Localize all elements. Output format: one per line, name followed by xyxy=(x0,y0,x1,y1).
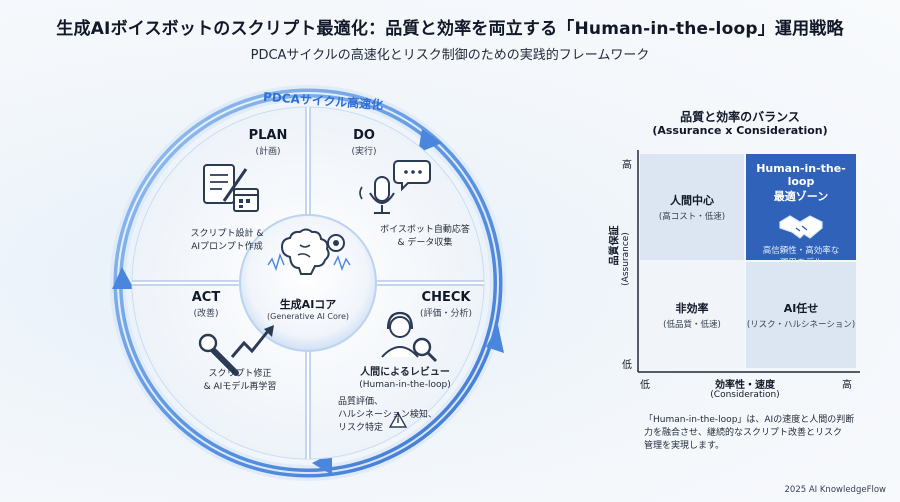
trend-arrow-icon xyxy=(230,325,274,358)
magnifier-icon xyxy=(412,337,438,363)
y-axis-high: 高 xyxy=(622,160,632,171)
do-sub: (実行) xyxy=(351,147,377,157)
plan-sub: (計画) xyxy=(255,147,281,157)
check-sub: (評価・分析) xyxy=(419,309,473,319)
pdca-cycle-diagram xyxy=(110,85,506,481)
core-title: 生成AIコア xyxy=(279,298,337,311)
do-title: DO xyxy=(353,128,375,143)
page-subtitle: PDCAサイクルの高速化とリスク制御のための実践的フレームワーク xyxy=(250,48,650,63)
chat-bubble-icon xyxy=(393,160,431,192)
cell-ai-reliant: AI任せ (リスク・ハルシネーション) xyxy=(746,262,856,368)
headset-person-icon xyxy=(381,311,419,358)
y-axis-label-en: (Assurance) xyxy=(621,232,631,286)
x-axis-low: 低 xyxy=(640,380,650,391)
y-axis-label: 品質保証 xyxy=(609,225,621,266)
y-axis-low: 低 xyxy=(622,360,632,371)
matrix-title: 品質と効率のバランス xyxy=(680,110,800,124)
calendar-icon xyxy=(233,188,259,212)
wrench-icon xyxy=(198,333,239,376)
plan-title: PLAN xyxy=(248,128,288,143)
matrix-subtitle: (Assurance x Consideration) xyxy=(652,124,828,137)
act-description: スクリプト修正 & AIモデル再学習 xyxy=(203,369,277,392)
cell-human-centric: 人間中心 (高コスト・低速) xyxy=(640,154,744,260)
warning-icon xyxy=(388,411,408,428)
check-review: 人間によるレビュー (Human-in-the-loop) xyxy=(359,367,451,390)
brain-gear-icon xyxy=(267,228,351,275)
ring-arrow-left xyxy=(112,267,134,289)
cell-inefficient: 非効率 (低品質・低速) xyxy=(640,262,744,368)
check-heading: CHECK (評価・分析) xyxy=(406,290,486,319)
check-title: CHECK xyxy=(421,290,471,305)
ring-arrow-right xyxy=(486,325,504,353)
plan-heading: PLAN (計画) xyxy=(228,128,308,157)
ring-arrow-bottom xyxy=(312,453,332,475)
do-heading: DO (実行) xyxy=(334,128,394,157)
act-sub: (改善) xyxy=(193,309,219,319)
page-title: 生成AIボイスボットのスクリプト最適化：品質と効率を両立する「Human-in-… xyxy=(56,19,844,39)
x-axis-label: 効率性・速度 xyxy=(715,380,775,391)
handshake-icon xyxy=(779,215,823,239)
x-axis-label-en: (Consideration) xyxy=(710,390,780,400)
check-description: 品質評価、 ハルシネーション検知、 リスク特定 xyxy=(338,397,437,433)
document-pencil-icon xyxy=(203,164,248,204)
footer-credit: 2025 AI KnowledgeFlow xyxy=(784,485,887,495)
x-axis-high: 高 xyxy=(842,380,852,391)
act-heading: ACT (改善) xyxy=(176,290,236,319)
core-sub: (Generative AI Core) xyxy=(267,312,349,321)
do-description: ボイスボット自動応答 & データ収集 xyxy=(380,225,470,248)
matrix-grid xyxy=(637,150,860,373)
plan-description: スクリプト設計 & AIプロンプト作成 xyxy=(190,229,264,252)
ring-arrow-top xyxy=(418,129,442,153)
act-title: ACT xyxy=(191,290,221,305)
explanation-note: 「Human-in-the-loop」は、AIの速度と人間の判断 力を融合させ、… xyxy=(644,415,855,451)
microphone-icon xyxy=(359,176,395,214)
cell-optimal-zone: Human-in-the-loop 最適ゾーン 高信頼性・高効率な 運用モデル xyxy=(746,154,856,268)
core-label: 生成AIコア (Generative AI Core) xyxy=(248,296,368,321)
